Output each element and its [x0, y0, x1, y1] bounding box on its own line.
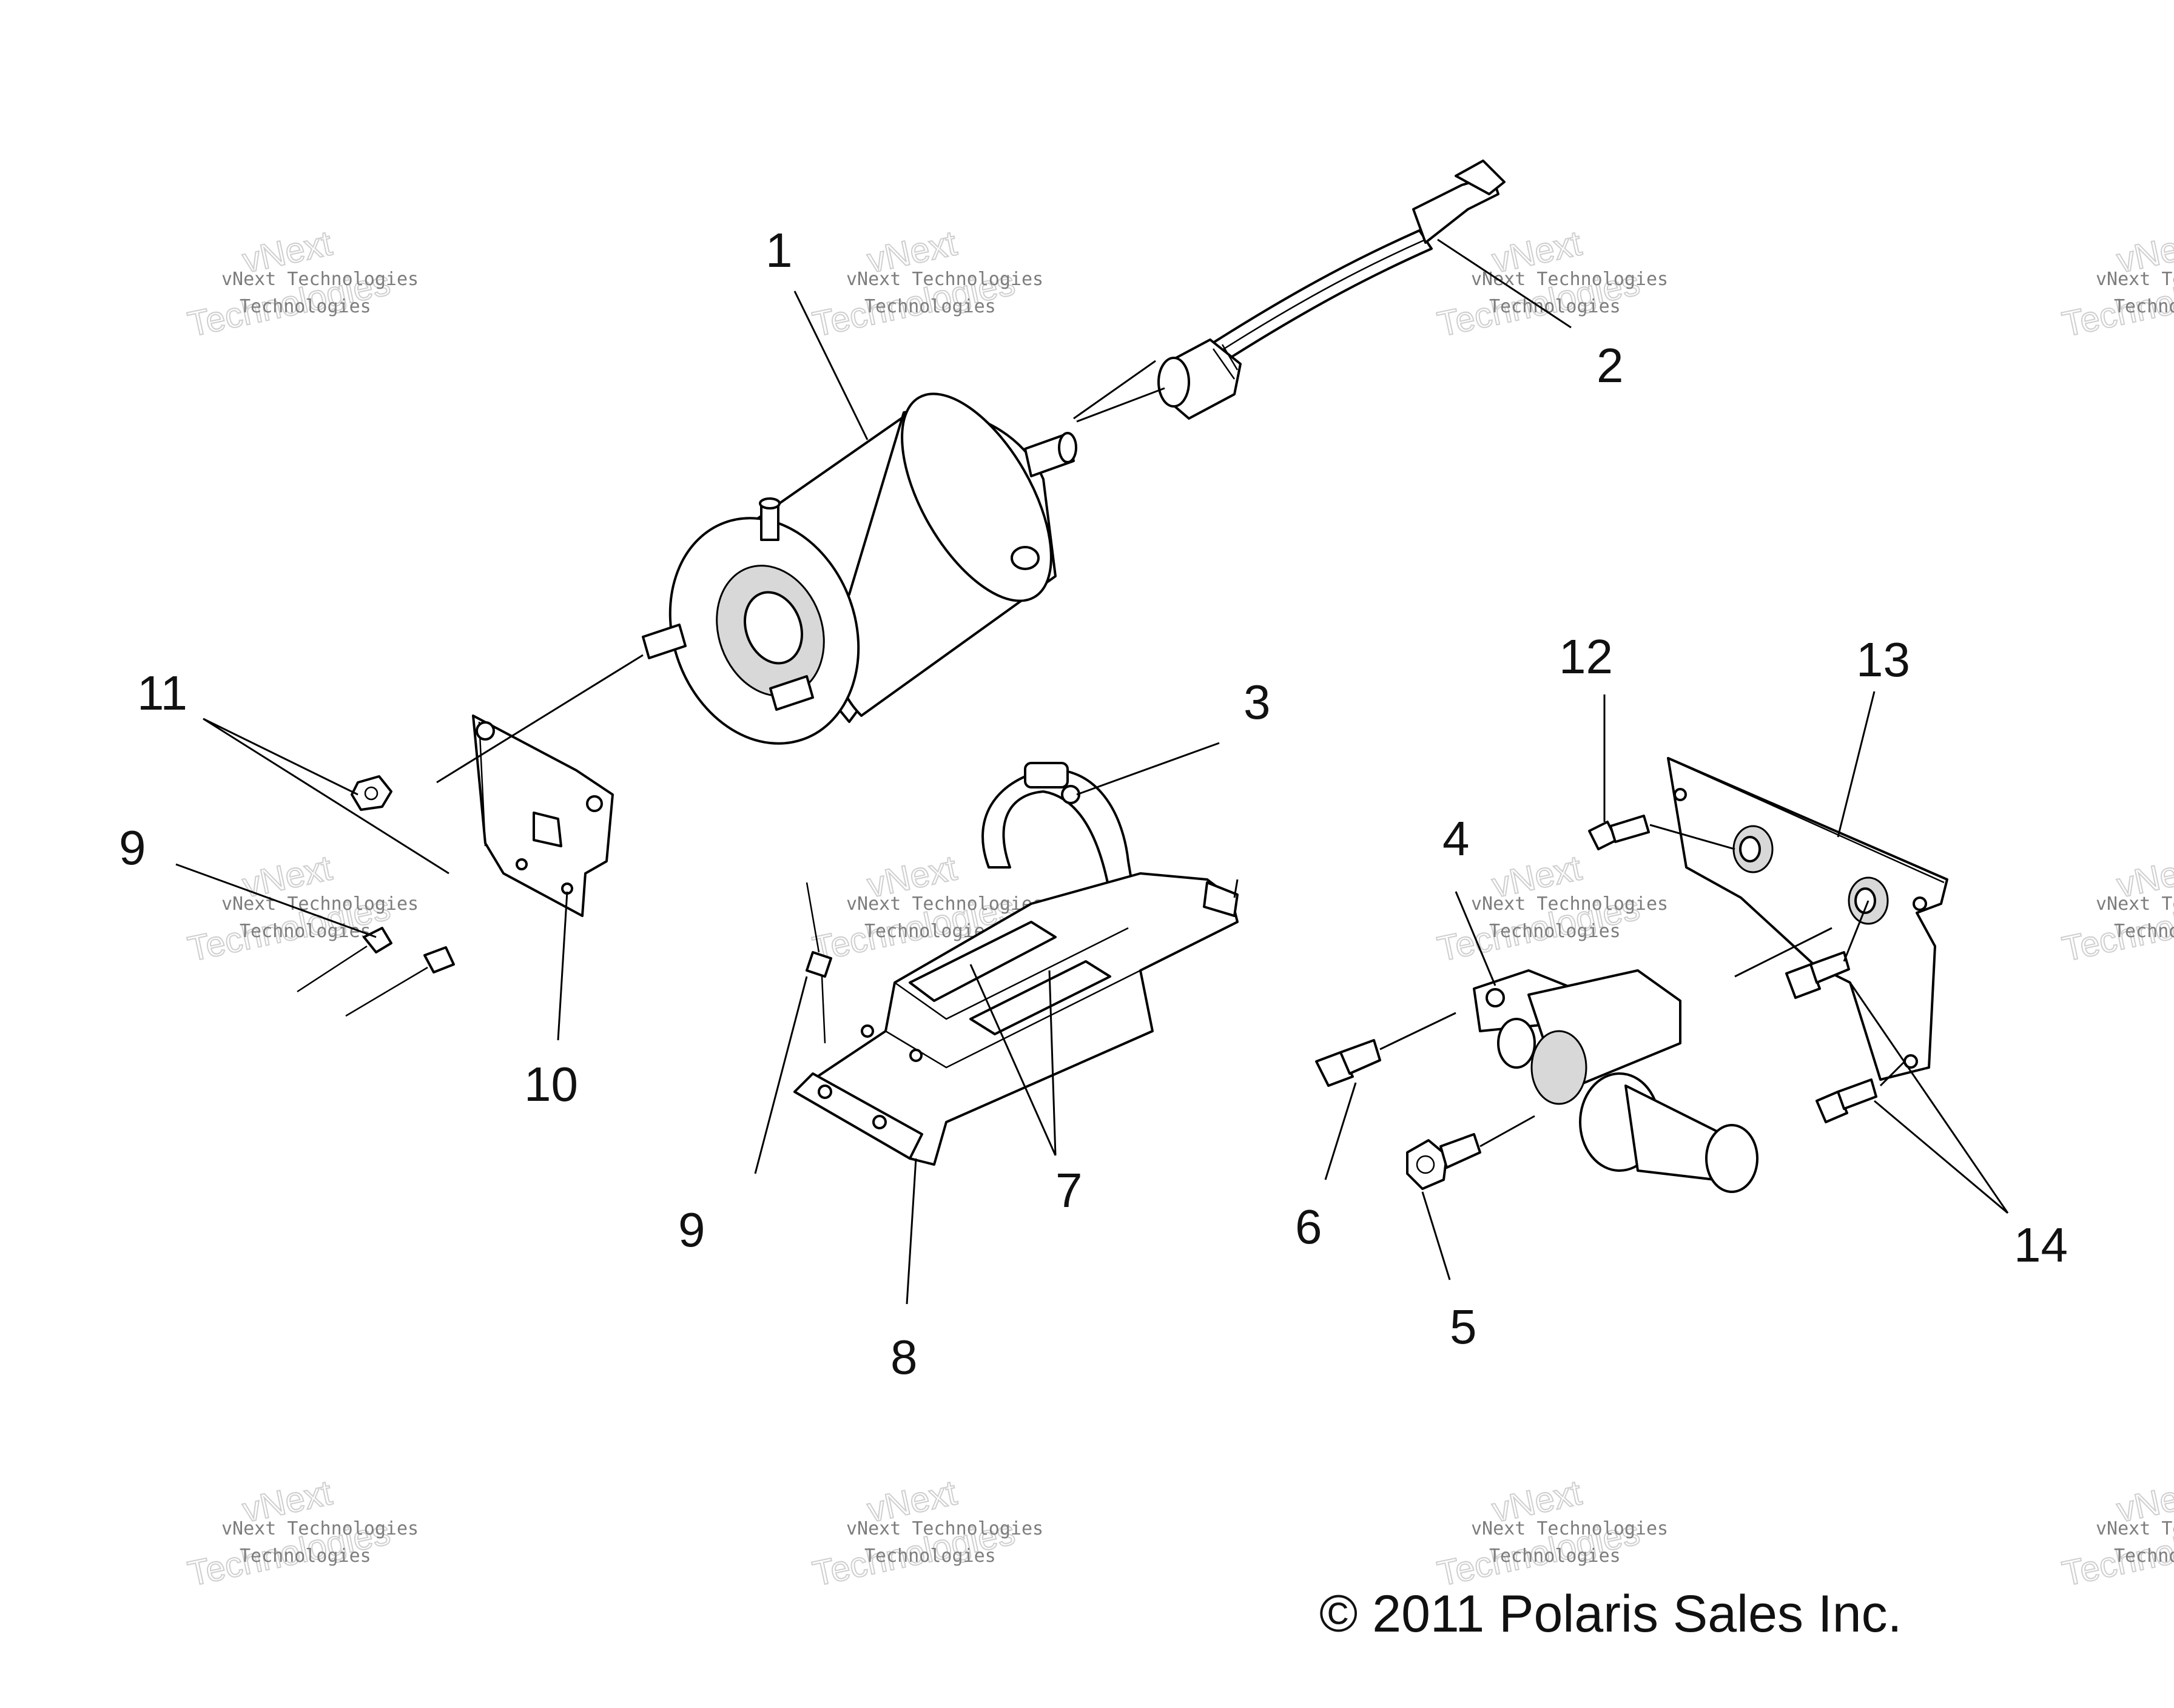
watermark-text: Technologies: [1489, 296, 1621, 317]
watermark-text: Technologies: [864, 296, 996, 317]
part-13-bracket: [1667, 757, 1948, 1081]
callout-11: 11: [137, 666, 187, 720]
watermark-text: Technologies: [2114, 921, 2174, 942]
callout-9-center: 9: [678, 1203, 705, 1257]
callout-5: 5: [1450, 1300, 1477, 1354]
callout-2: 2: [1597, 338, 1624, 392]
part-7-pads: [909, 921, 1111, 1035]
callout-12: 12: [1559, 630, 1613, 684]
watermark-text: Technologies: [864, 1545, 996, 1567]
callout-13: 13: [1856, 633, 1910, 687]
watermark-text: vNext Technologies: [1471, 1518, 1668, 1539]
watermark-text: vNext Technologies: [846, 893, 1043, 915]
watermark-text: vNext Technologies: [2096, 893, 2174, 915]
callout-3: 3: [1243, 675, 1271, 729]
part-6-bolt: [1315, 1039, 1381, 1087]
watermark-text: vNext Technologies: [1471, 269, 1668, 290]
callout-8: 8: [890, 1330, 918, 1384]
part-5-bolt: [1406, 1133, 1481, 1190]
watermark-text: Technologies: [2114, 296, 2174, 317]
watermark-text: vNext Technologies: [2096, 1518, 2174, 1539]
watermark-text: Technologies: [240, 296, 371, 317]
part-9-rivets-left: [297, 927, 455, 1017]
callout-9-left: 9: [119, 821, 146, 875]
part-12-bolt: [1588, 815, 1650, 850]
watermark-text: vNext Technologies: [846, 1518, 1043, 1539]
watermark-text: vNext Technologies: [846, 269, 1043, 290]
callout-1: 1: [766, 223, 793, 277]
watermark-text: vNext Technologies: [221, 893, 419, 915]
watermark-text: Technologies: [2114, 1545, 2174, 1567]
callout-10: 10: [524, 1057, 578, 1111]
watermark-text: Technologies: [1489, 921, 1621, 942]
watermark-text: vNext Technologies: [1471, 893, 1668, 915]
part-14-bolts: [1785, 951, 1877, 1123]
callout-labels: 1 2 3 4 5 6 7 8 9 9 10 11 12 13 14: [119, 223, 2068, 1384]
watermark-text: vNext Technologies: [2096, 269, 2174, 290]
watermark-text: Technologies: [240, 1545, 371, 1567]
callout-14: 14: [2014, 1218, 2068, 1272]
watermark-text: vNext Technologies: [221, 269, 419, 290]
part-9-rivet-center: [806, 882, 832, 1044]
part-4-drive: [1473, 969, 1758, 1193]
callout-6: 6: [1295, 1200, 1322, 1254]
callout-4: 4: [1442, 812, 1470, 866]
watermark-text: Technologies: [1489, 1545, 1621, 1567]
part-1-starter-motor: [642, 392, 1077, 745]
part-2-cable: [1157, 160, 1506, 420]
watermark-text: vNext Technologies: [221, 1518, 419, 1539]
watermark-text: Technologies: [240, 921, 371, 942]
callout-7: 7: [1055, 1163, 1083, 1217]
copyright-notice: © 2011 Polaris Sales Inc.: [1319, 1585, 1902, 1643]
leader-lines: [175, 238, 2009, 1305]
part-10-bracket: [351, 714, 614, 917]
